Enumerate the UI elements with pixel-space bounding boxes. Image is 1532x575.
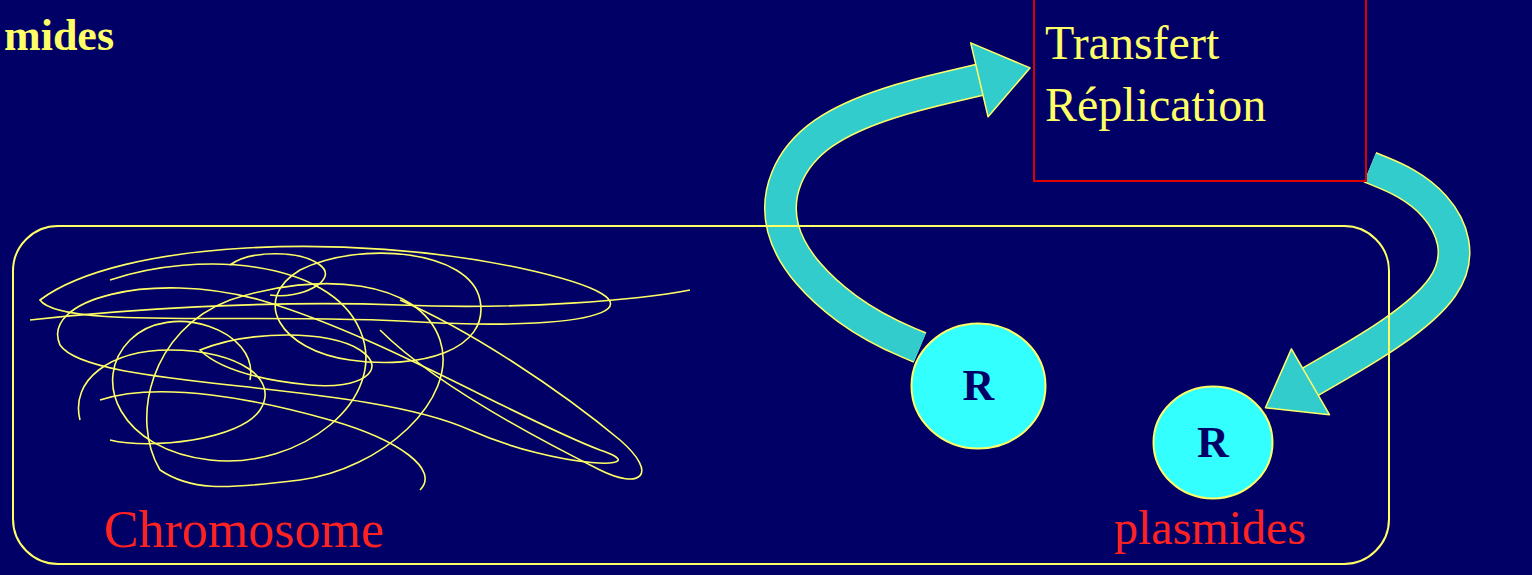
arrow-outline <box>781 80 980 348</box>
plasmid-label: plasmides <box>1110 503 1310 553</box>
resistance-letter: R <box>1197 421 1229 465</box>
arrow-outline <box>1310 167 1454 381</box>
chromosome-loops <box>30 246 690 490</box>
plasmid-circle: R <box>910 322 1047 450</box>
plasmid-circle: R <box>1152 385 1274 500</box>
process-box: Transfert Réplication <box>1033 0 1367 182</box>
transfer-arrow <box>1265 167 1454 414</box>
circle-shape <box>1154 387 1273 499</box>
circle-shape <box>912 324 1046 449</box>
process-label: Transfert Réplication <box>1045 12 1355 137</box>
arrow-head <box>971 43 1030 117</box>
slide-title: mides <box>4 12 114 60</box>
transfer-arrow <box>781 43 1030 348</box>
arrow-body <box>781 80 980 348</box>
resistance-letter: R <box>963 364 995 408</box>
arrow-body <box>1310 167 1454 381</box>
arrow-head <box>1265 349 1329 415</box>
cell-outline: Chromosome plasmides R R <box>12 225 1390 565</box>
chromosome-label: Chromosome <box>100 503 388 558</box>
